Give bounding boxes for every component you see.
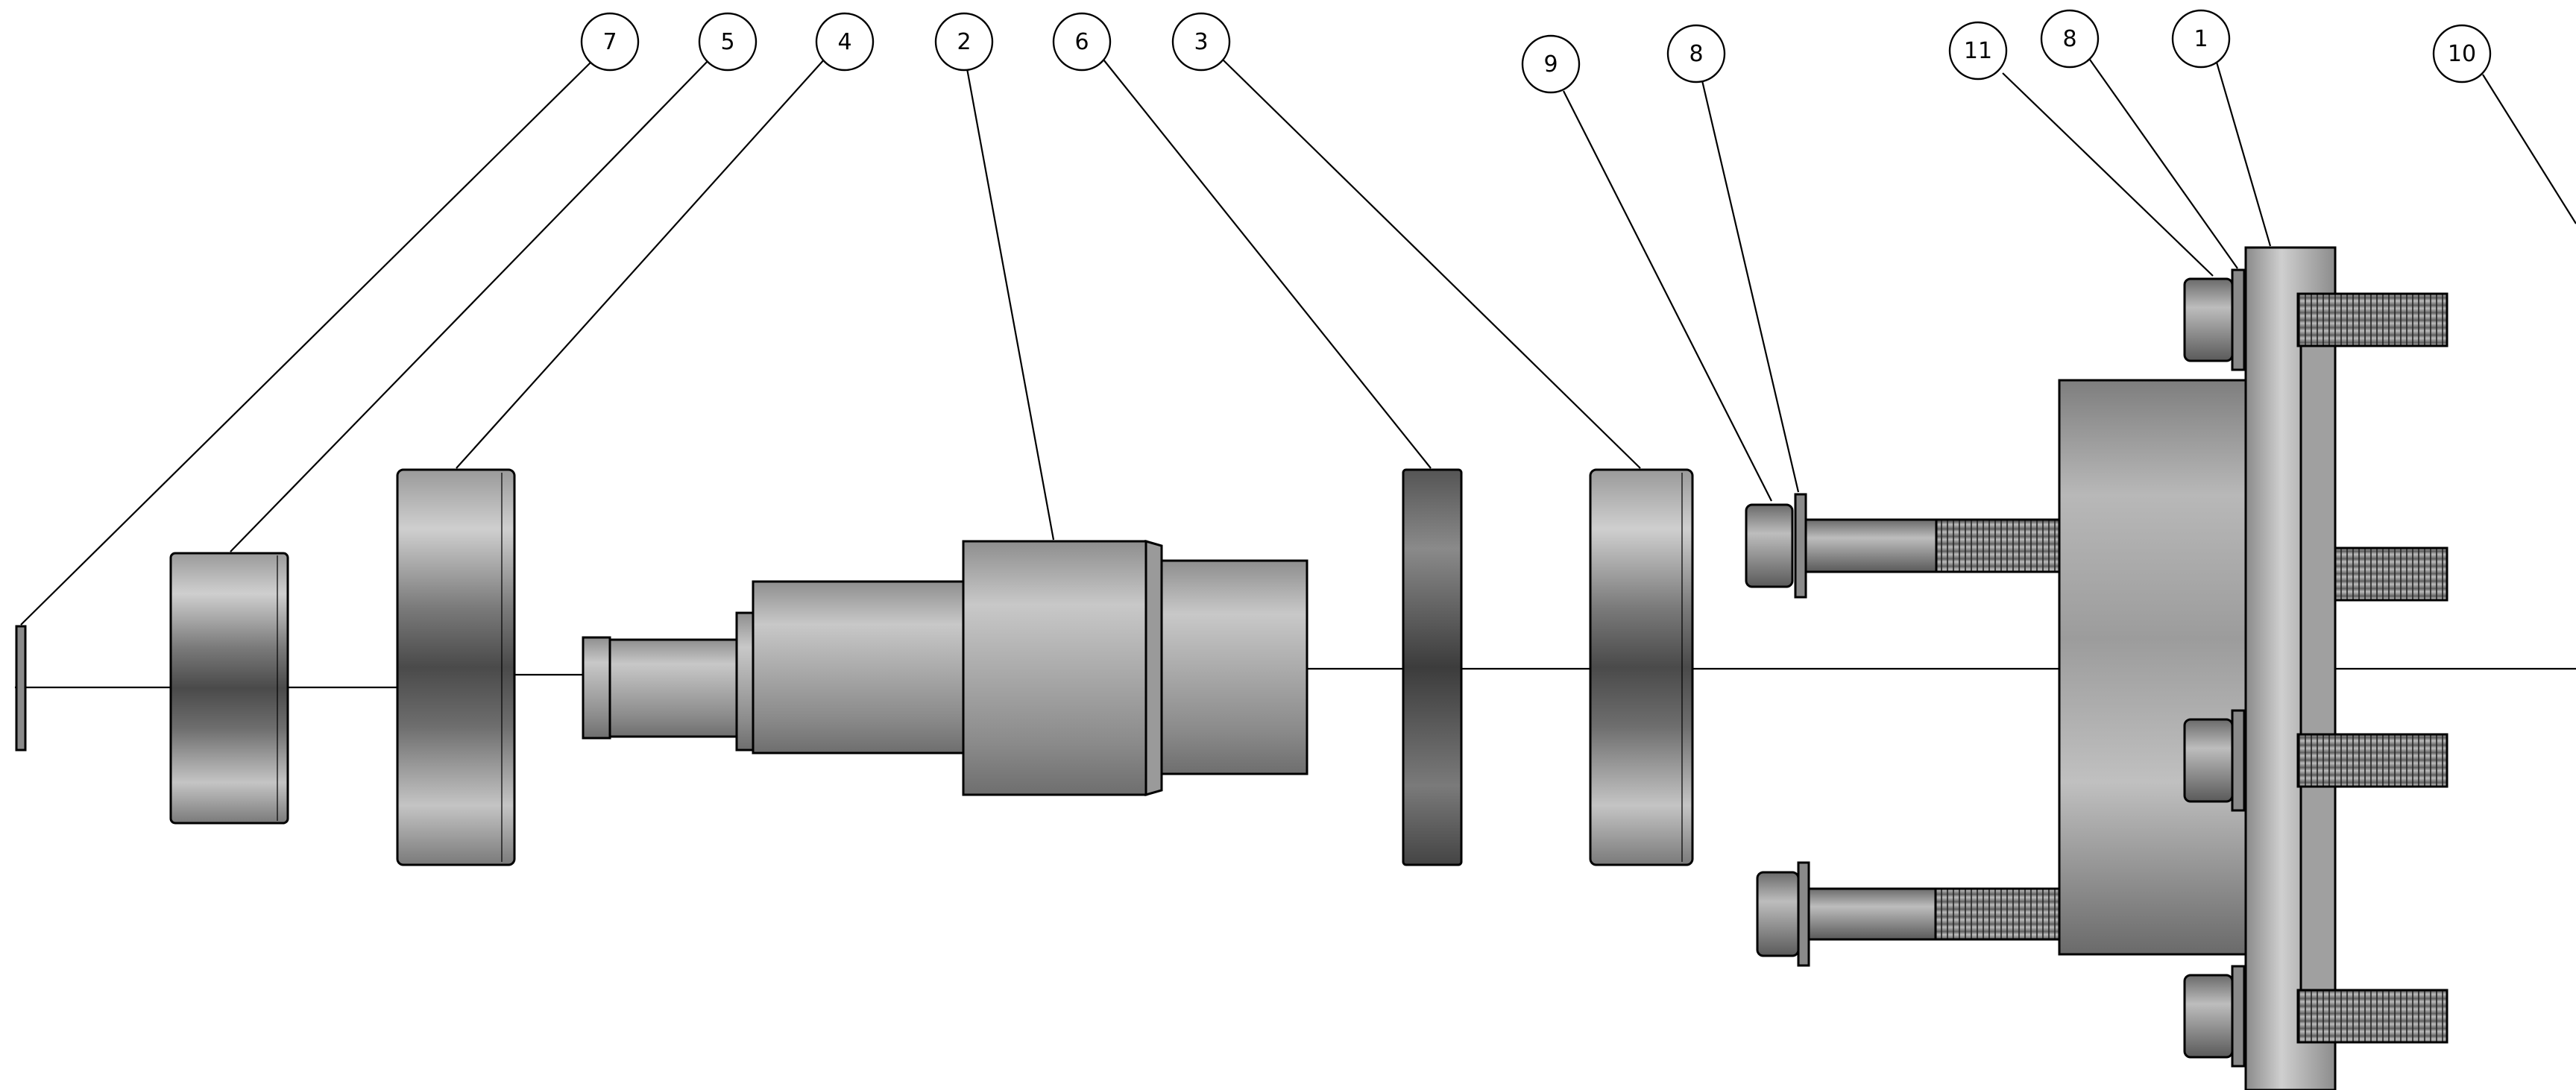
balloon-6: 6 xyxy=(1052,12,1112,72)
svg-text:11: 11 xyxy=(1964,38,1992,64)
part-7-washer xyxy=(15,625,27,752)
balloon-8: 8 xyxy=(1666,24,1726,84)
svg-text:10: 10 xyxy=(2448,41,2476,67)
svg-text:1: 1 xyxy=(2194,26,2208,52)
balloon-2: 2 xyxy=(934,12,994,72)
balloon-9: 9 xyxy=(1521,34,1581,94)
svg-text:7: 7 xyxy=(602,29,617,55)
balloon-4: 4 xyxy=(815,12,875,72)
svg-text:3: 3 xyxy=(1194,29,1208,55)
svg-text:9: 9 xyxy=(1543,51,1558,78)
center-axis xyxy=(15,667,2576,689)
svg-text:6: 6 xyxy=(1074,29,1089,55)
part-5-ring xyxy=(169,552,289,825)
balloon-1: 1 xyxy=(2171,9,2231,69)
balloon-11: 11 xyxy=(1948,21,2008,81)
balloon-3: 3 xyxy=(1171,12,1231,72)
svg-text:4: 4 xyxy=(837,29,851,55)
balloon-10: 10 xyxy=(2432,24,2492,84)
svg-text:2: 2 xyxy=(957,29,971,55)
part-2-shaft xyxy=(582,540,1309,796)
svg-text:8: 8 xyxy=(1689,41,1703,67)
balloon-7: 7 xyxy=(580,12,640,72)
part-4-bearing xyxy=(396,468,516,866)
balloon-5: 5 xyxy=(698,12,758,72)
part-9-bolt-lower xyxy=(1756,861,2061,967)
part-11-bolt-heads xyxy=(2183,268,2246,1068)
leader-lines xyxy=(20,57,2576,626)
svg-text:5: 5 xyxy=(720,29,734,55)
part-10-studs xyxy=(2296,292,2449,1044)
part-9-bolt-upper xyxy=(1745,493,2061,599)
balloon-8-hub: 8 xyxy=(2040,9,2100,69)
part-3-bearing xyxy=(1589,468,1694,866)
part-6-ring xyxy=(1402,468,1463,866)
part-1-hub xyxy=(2058,246,2337,1090)
svg-text:8: 8 xyxy=(2062,26,2076,52)
